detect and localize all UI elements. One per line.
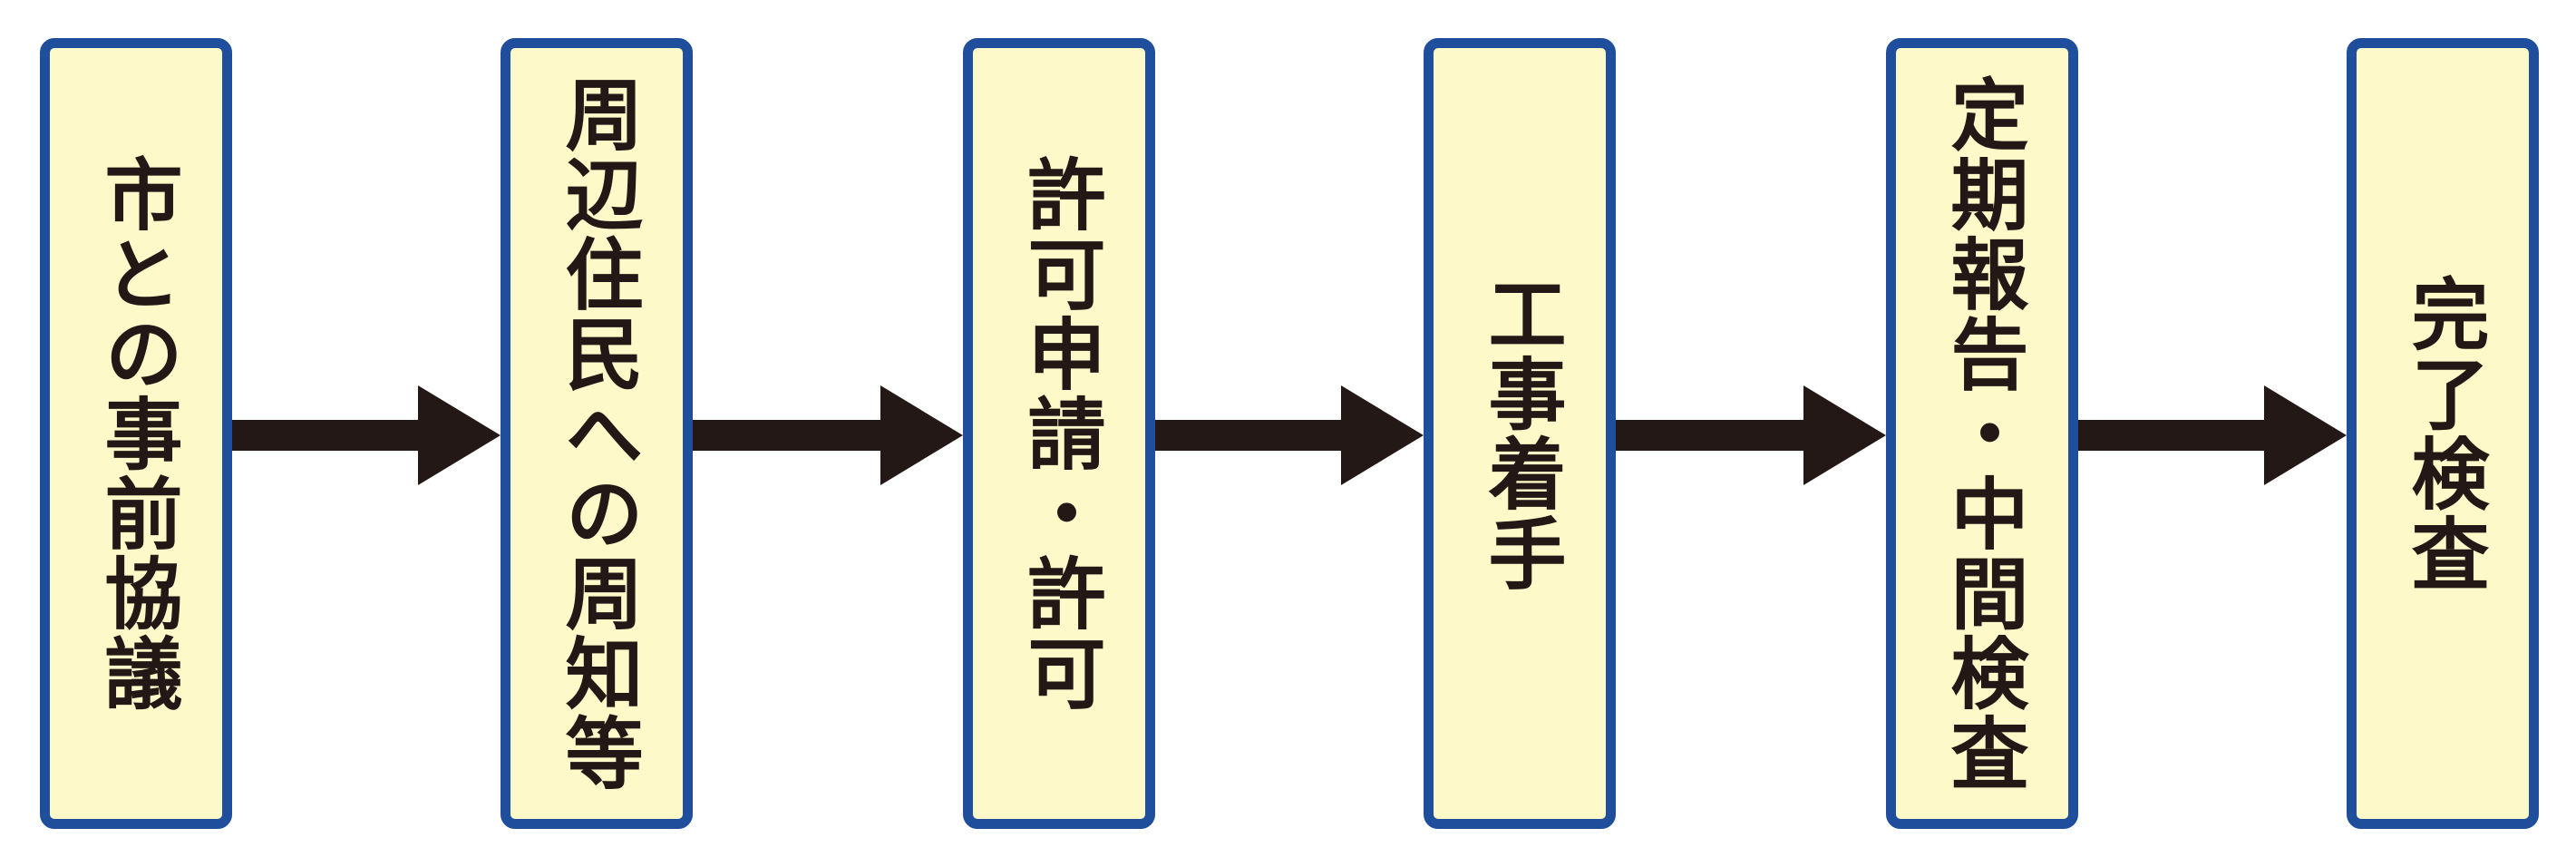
arrow-right-icon (1616, 385, 1886, 485)
step-label-1: 市との事前協議 (91, 154, 181, 713)
arrow-4-to-5 (1616, 385, 1886, 485)
step-box-2: 周辺住民への周知等 (501, 38, 693, 829)
arrow-1-to-2 (232, 385, 501, 485)
step-label-2: 周辺住民への周知等 (551, 74, 642, 793)
step-box-5: 定期報告・中間検査 (1886, 38, 2078, 829)
arrow-right-icon (693, 385, 963, 485)
step-box-4: 工事着手 (1424, 38, 1616, 829)
arrow-right-icon (1155, 385, 1424, 485)
step-label-4: 工事着手 (1474, 274, 1565, 593)
step-box-6: 完了検査 (2347, 38, 2539, 829)
arrow-right-icon (232, 385, 501, 485)
step-label-6: 完了検査 (2397, 274, 2488, 593)
arrow-2-to-3 (693, 385, 963, 485)
step-box-1: 市との事前協議 (40, 38, 232, 829)
step-label-3: 許可申請・許可 (1014, 154, 1104, 713)
arrow-5-to-6 (2078, 385, 2347, 485)
arrow-right-icon (2078, 385, 2347, 485)
step-box-3: 許可申請・許可 (963, 38, 1155, 829)
step-label-5: 定期報告・中間検査 (1937, 74, 2027, 793)
arrow-3-to-4 (1155, 385, 1424, 485)
